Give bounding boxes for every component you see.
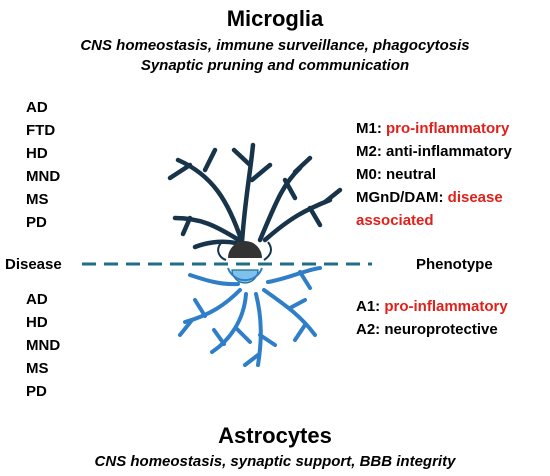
astrocyte-process: [254, 292, 263, 367]
astrocyte-process: [210, 292, 248, 354]
astrocyte-process: [243, 353, 260, 367]
microglia-process: [249, 162, 273, 183]
astrocyte-disease: PD: [26, 383, 47, 400]
microglia-soma-outline: [263, 241, 272, 261]
astrocyte-process: [212, 328, 226, 346]
microglia-process: [322, 187, 343, 205]
microglia-title: Microglia: [226, 6, 324, 31]
microglia-subtitle-2: Synaptic pruning and communication: [140, 57, 410, 74]
microglia-disease: FTD: [26, 122, 56, 139]
phenotype-label: Phenotype: [416, 256, 493, 273]
microglia-disease: PD: [26, 214, 47, 231]
microglia-process: [172, 215, 245, 245]
astrocyte-process: [234, 326, 252, 344]
phenotype-mgnd-dam: MGnD/DAM: disease: [356, 189, 503, 206]
astrocyte-soma-outline: [227, 267, 263, 282]
astrocyte-disease-list: AD HD MND MS PD: [26, 288, 60, 403]
microglia-process: [202, 147, 218, 173]
phenotype-mgnd-dam-cont: associated: [356, 212, 434, 229]
astrocytes-title: Astrocytes: [218, 423, 332, 448]
astrocyte-process: [262, 288, 317, 337]
astrocyte-disease: MND: [26, 337, 61, 354]
astrocyte-disease: MS: [26, 360, 49, 377]
astrocyte-process: [183, 288, 242, 324]
microglia-disease: HD: [26, 145, 48, 162]
microglia-process: [231, 147, 253, 168]
astrocyte-process: [188, 273, 240, 287]
microglia-process: [292, 155, 313, 175]
phenotype-a1: A1: pro-inflammatory: [356, 298, 508, 315]
microglia-disease-list: AD FTD HD MND MS PD: [26, 96, 60, 234]
astrocyte-phenotype-list: A1: pro-inflammatory A2: neuroprotective: [356, 295, 508, 341]
microglia-disease: AD: [26, 99, 48, 116]
phenotype-m1: M1: pro-inflammatory: [356, 120, 510, 137]
microglia-process: [167, 162, 193, 181]
astrocytes-subtitle: CNS homeostasis, synaptic support, BBB i…: [94, 453, 456, 470]
microglia-process: [192, 239, 239, 250]
astrocyte-process: [293, 323, 307, 342]
microglia-process: [239, 142, 256, 245]
astrocyte-process: [298, 270, 312, 290]
astrocyte-process: [258, 333, 277, 347]
astrocyte-disease: HD: [26, 314, 48, 331]
astrocyte-cell: [178, 266, 322, 367]
astrocyte-process: [178, 318, 194, 337]
astrocyte-process: [288, 298, 307, 310]
astrocyte-disease: AD: [26, 291, 48, 308]
microglia-soma-outline: [217, 241, 227, 261]
microglia-process: [175, 157, 245, 245]
microglia-process: [307, 205, 323, 228]
phenotype-m2: M2: anti-inflammatory: [356, 143, 512, 160]
disease-label: Disease: [5, 256, 62, 273]
microglia-disease: MS: [26, 191, 49, 208]
microglia-cell: [167, 142, 343, 250]
microglia-process: [180, 215, 193, 237]
microglia-phenotype-list: M1: pro-inflammatory M2: anti-inflammato…: [356, 117, 512, 232]
phenotype-a2: A2: neuroprotective: [356, 321, 498, 338]
astrocyte-process: [266, 266, 322, 284]
microglia-subtitle-1: CNS homeostasis, immune surveillance, ph…: [80, 37, 470, 54]
astrocyte-process: [193, 298, 207, 318]
microglia-process: [282, 177, 298, 201]
microglia-nucleus: [228, 241, 262, 258]
phenotype-m0: M0: neutral: [356, 166, 437, 183]
microglia-disease: MND: [26, 168, 61, 185]
